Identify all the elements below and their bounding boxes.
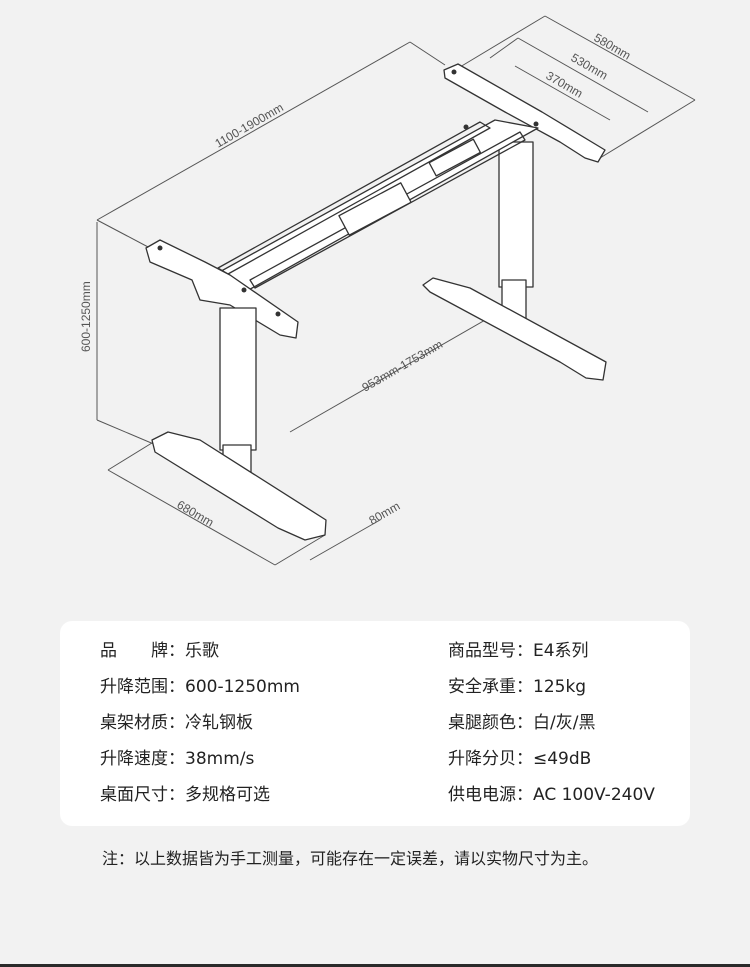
left-top-bracket [145, 239, 299, 339]
spec-value: AC 100V-240V [533, 785, 655, 805]
feet-span-line [289, 299, 521, 433]
bolt-icon [463, 124, 469, 130]
specs-left-column: 品 牌：乐歌 升降范围：600-1250mm 桌架材质：冷轧钢板 升降速度：38… [100, 639, 300, 819]
foot-length-line [107, 469, 276, 566]
disclaimer-note: 注：以上数据皆为手工测量，可能存在一定误差，请以实物尺寸为主。 [102, 849, 599, 868]
left-foot [151, 431, 327, 541]
spec-value: 冷轧钢板 [185, 713, 253, 733]
spec-label: 升降分贝： [448, 749, 533, 769]
bolt-icon [451, 69, 457, 75]
bolt-icon [275, 311, 281, 317]
spec-row: 升降分贝：≤49dB [448, 747, 655, 783]
depth-580-label: 580mm [592, 30, 634, 62]
foot-width-label: 80mm [367, 499, 403, 528]
right-foot [422, 277, 607, 381]
bottom-divider [0, 964, 750, 967]
left-column-outer [219, 307, 257, 451]
right-column-outer [498, 141, 534, 288]
bolt-icon [533, 121, 539, 127]
specs-card: 品 牌：乐歌 升降范围：600-1250mm 桌架材质：冷轧钢板 升降速度：38… [60, 621, 690, 826]
spec-row: 桌架材质：冷轧钢板 [100, 711, 300, 747]
specs-right-column: 商品型号：E4系列 安全承重：125kg 桌腿颜色：白/灰/黑 升降分贝：≤49… [448, 639, 655, 819]
spec-row: 供电电源： AC 100V-240V [448, 783, 655, 819]
bolt-icon [157, 245, 163, 251]
spacing-370-label: 370mm [544, 68, 586, 100]
spec-label: 品 牌： [100, 641, 185, 661]
spec-label: 升降范围： [100, 677, 185, 697]
spec-row: 商品型号：E4系列 [448, 639, 655, 675]
spec-value: ≤49dB [533, 749, 592, 769]
spec-value: 38mm/s [185, 749, 255, 769]
spec-row: 升降范围：600-1250mm [100, 675, 300, 711]
crossbar-mid [249, 131, 526, 289]
depth-580-line [544, 15, 696, 101]
spec-value: 多规格可选 [185, 785, 270, 805]
spec-label: 桌架材质： [100, 713, 185, 733]
spec-row: 桌腿颜色：白/灰/黑 [448, 711, 655, 747]
spec-row: 安全承重：125kg [448, 675, 655, 711]
rail-block [428, 138, 482, 177]
desk-frame-diagram: 1100-1900mm 580mm 530mm 370mm 600-1250mm… [79, 15, 696, 566]
spec-row: 品 牌：乐歌 [100, 639, 300, 675]
spec-label: 安全承重： [448, 677, 533, 697]
height-label: 600-1250mm [79, 281, 93, 352]
spec-value: 乐歌 [185, 641, 219, 661]
motor-block [338, 182, 412, 236]
spec-value: E4系列 [533, 641, 589, 661]
spec-value: 白/灰/黑 [533, 713, 596, 733]
spec-label: 桌面尺寸： [100, 785, 185, 805]
spec-label: 供电电源： [448, 785, 533, 805]
foot-length-label: 680mm [175, 497, 217, 529]
foot-width-line [309, 519, 381, 561]
bolt-icon [241, 287, 247, 293]
feet-span-label: 953mm-1753mm [360, 337, 446, 394]
spacing-370-line [514, 65, 611, 121]
spec-label: 升降速度： [100, 749, 185, 769]
spec-value: 125kg [533, 677, 587, 697]
width-label: 1100-1900mm [213, 100, 286, 150]
width-dim-line [96, 41, 411, 221]
spec-label: 桌腿颜色： [448, 713, 533, 733]
spec-row: 升降速度：38mm/s [100, 747, 300, 783]
spec-row: 桌面尺寸：多规格可选 [100, 783, 300, 819]
depth-530-line [517, 37, 649, 113]
spec-value: 600-1250mm [185, 677, 300, 697]
right-top-bracket [443, 63, 606, 163]
depth-530-label: 530mm [569, 50, 611, 82]
spec-label: 商品型号： [448, 641, 533, 661]
